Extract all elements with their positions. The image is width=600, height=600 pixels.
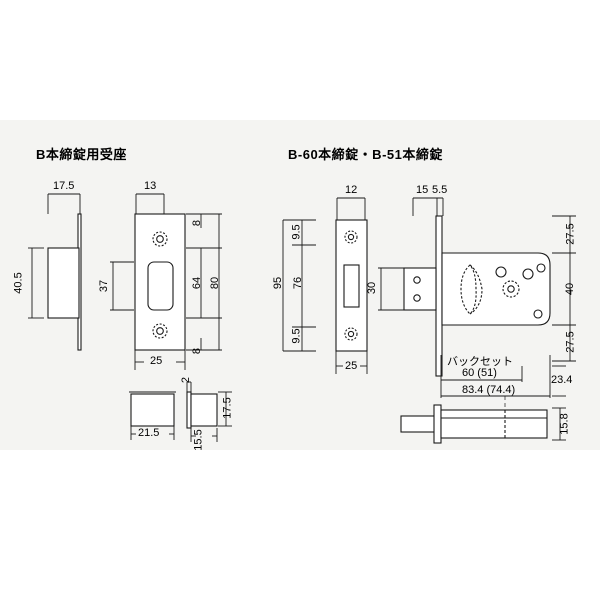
- dim-label-27_5-top: 27.5: [564, 223, 577, 245]
- dim-label-8-top: 8: [191, 219, 204, 227]
- dim-label-21_5: 21.5: [138, 427, 160, 439]
- dim-label-23_4: 23.4: [551, 374, 573, 386]
- dim-label-25-left: 25: [150, 355, 163, 367]
- dim-label-27_5-bottom: 27.5: [564, 331, 577, 353]
- dim-label-30: 30: [366, 281, 379, 295]
- dim-label-25-right: 25: [345, 360, 358, 372]
- dim-label-5_5: 5.5: [432, 184, 448, 196]
- dim-label-37: 37: [98, 279, 111, 293]
- dim-label-2: 2: [180, 376, 193, 384]
- dim-label-9_5-top: 9.5: [290, 224, 303, 240]
- dim-label-9_5-bottom: 9.5: [290, 328, 303, 344]
- dim-label-17_5-small: 17.5: [221, 397, 234, 419]
- dim-label-15: 15: [416, 184, 429, 196]
- dim-label-15_8: 15.8: [558, 413, 571, 435]
- dim-label-12: 12: [345, 184, 358, 196]
- figure-title-right: B-60本締錠・B-51本締錠: [288, 147, 443, 162]
- dim-label-80: 80: [209, 276, 222, 290]
- dim-label-40_5: 40.5: [12, 272, 25, 294]
- figure-title-left: B本締錠用受座: [36, 147, 127, 162]
- dim-label-15_5: 15.5: [192, 429, 205, 451]
- overall-length-label: 83.4 (74.4): [462, 384, 516, 396]
- backset-value: 60 (51): [462, 367, 497, 379]
- dim-label-17_5: 17.5: [53, 180, 75, 192]
- backset-label: バックセット: [447, 356, 513, 368]
- dim-label-13: 13: [144, 180, 157, 192]
- dim-label-40: 40: [564, 282, 577, 296]
- dim-label-76: 76: [292, 276, 305, 290]
- dim-label-8-bottom: 8: [191, 347, 204, 355]
- dim-label-64: 64: [191, 276, 204, 290]
- dim-label-95: 95: [272, 276, 285, 290]
